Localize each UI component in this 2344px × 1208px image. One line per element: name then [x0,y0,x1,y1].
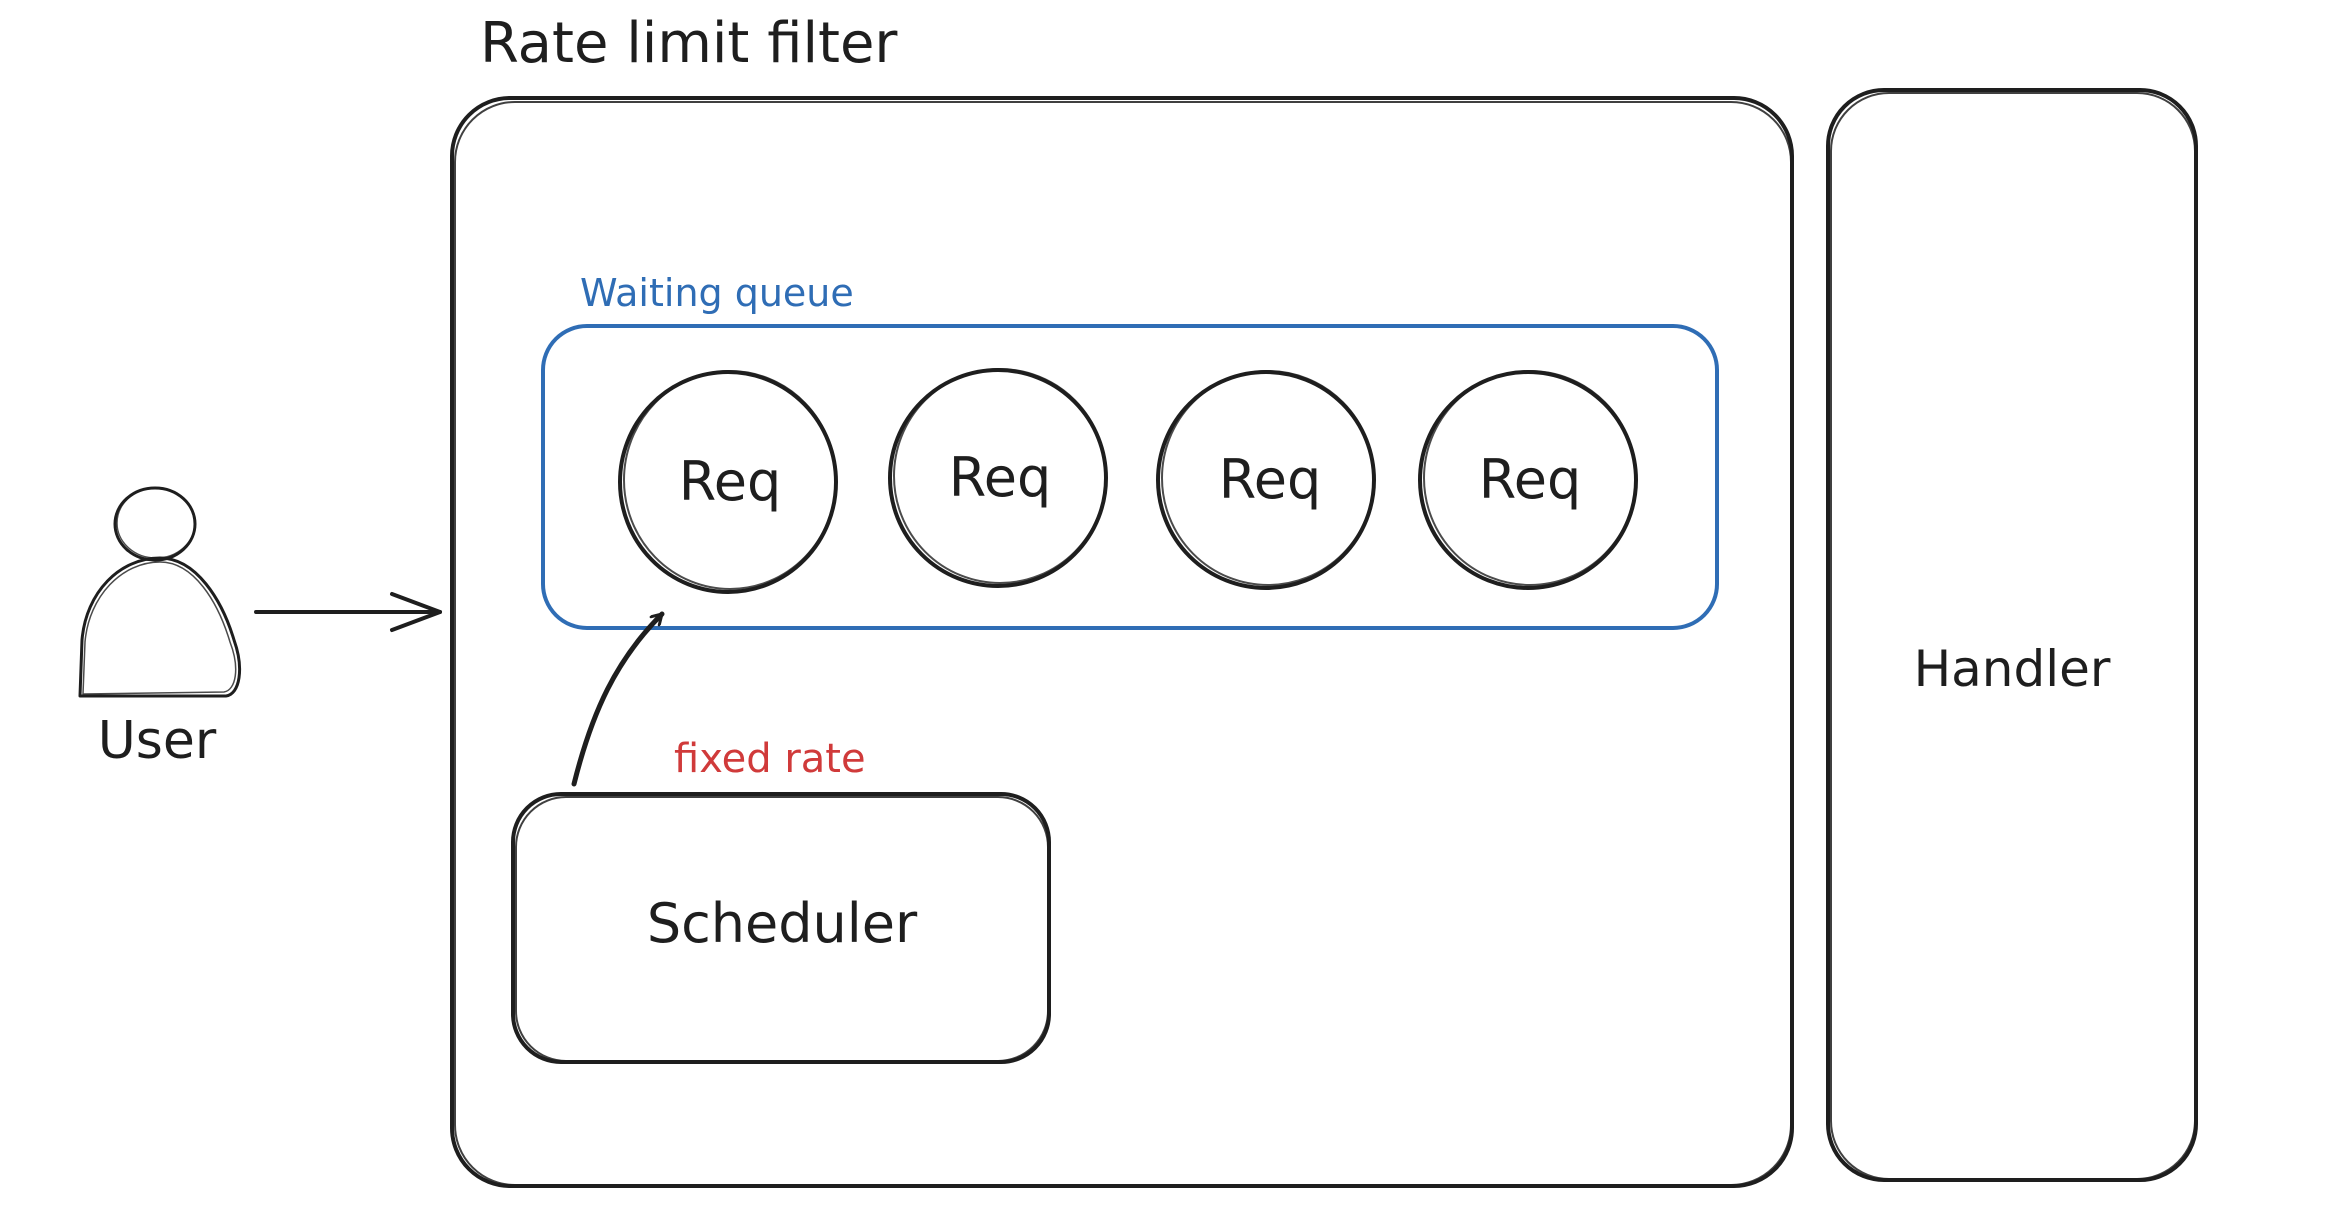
rate-limit-filter-box-sketch [454,101,1792,1186]
rate-limit-filter-box [450,96,1794,1188]
queue-label: Waiting queue [580,271,854,315]
diagram-title: Rate limit filter [480,11,898,76]
queue-item-label: Req [679,450,782,513]
scheduler-box-sketch [515,796,1049,1062]
scheduler-label: Scheduler [647,892,918,955]
waiting-queue-box [541,324,1719,630]
queue-item: Req [1156,370,1376,590]
user-icon [78,486,241,698]
fixed-rate-label: fixed rate [674,736,866,782]
queue-item-label: Req [1479,448,1582,511]
queue-item-label: Req [1219,448,1322,511]
queue-item: Req [888,368,1108,588]
handler-box-sketch [1830,92,2196,1180]
queue-item: Req [1418,370,1638,590]
queue-item: Req [618,370,838,594]
user-label: User [98,711,217,771]
scheduler-to-queue-arrow [571,611,665,787]
handler-box [1826,88,2198,1182]
handler-label: Handler [1914,640,2111,698]
user-to-filter-arrowhead [390,592,442,632]
queue-item-label: Req [949,446,1052,509]
